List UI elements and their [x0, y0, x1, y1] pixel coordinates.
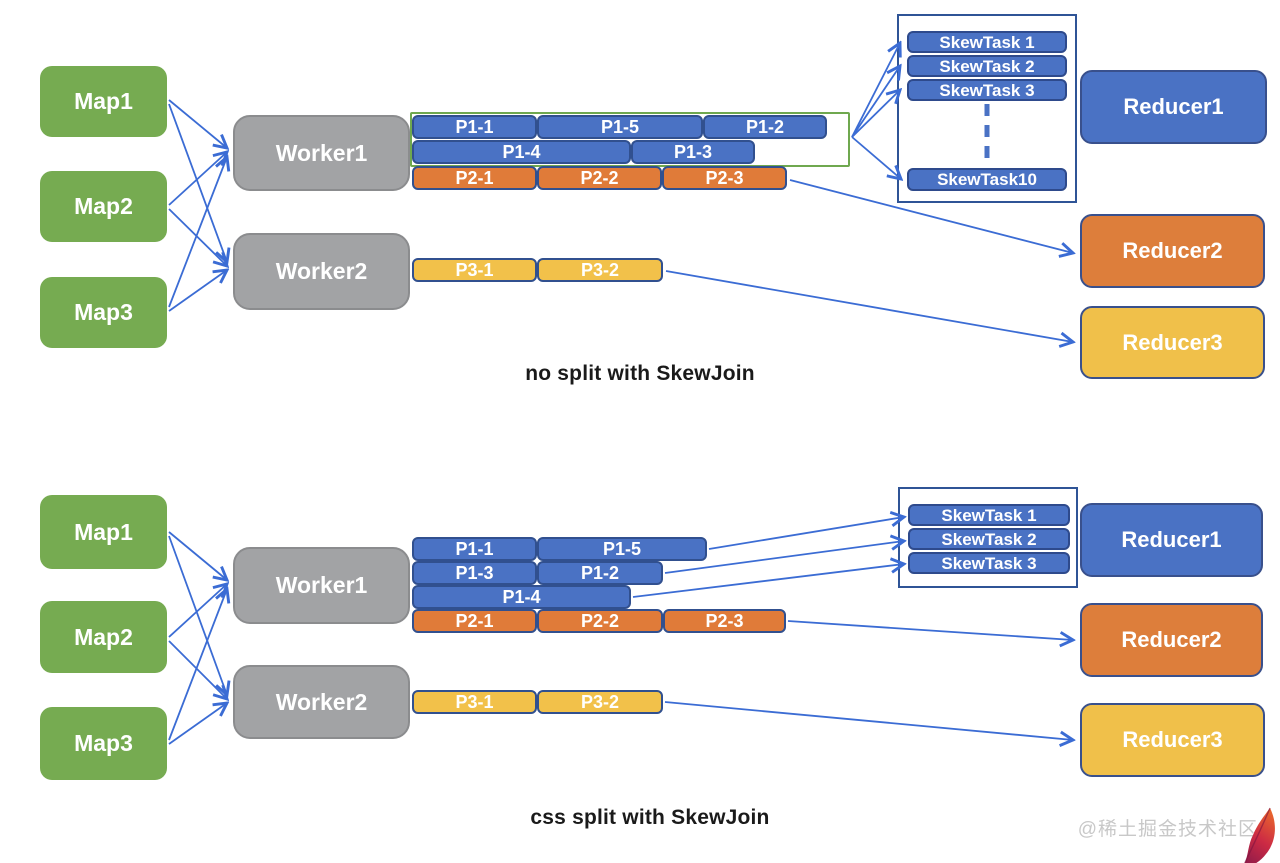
juejin-feather-logo: [1244, 807, 1275, 863]
bottom-partition-p1-5: P1-5: [537, 537, 707, 561]
top-map1-node: Map1: [40, 66, 167, 137]
top-partition-p2-1: P2-1: [412, 166, 537, 190]
bottom-caption: css split with SkewJoin: [530, 806, 770, 829]
bottom-worker1-node: Worker1: [233, 547, 410, 624]
bottom-map3-node: Map3: [40, 707, 167, 780]
bottom-skewtask-3: SkewTask 3: [908, 552, 1070, 574]
top-reducer3-node: Reducer3: [1080, 306, 1265, 379]
bottom-partition-p3-1: P3-1: [412, 690, 537, 714]
top-skewtask-1: SkewTask 1: [907, 31, 1067, 53]
bottom-partition-p2-2: P2-2: [537, 609, 663, 633]
top-reducer2-node: Reducer2: [1080, 214, 1265, 288]
top-partition-p2-3: P2-3: [662, 166, 787, 190]
bottom-reducer2-node: Reducer2: [1080, 603, 1263, 677]
bottom-partition-p3-2: P3-2: [537, 690, 663, 714]
top-partition-p1-2: P1-2: [703, 115, 827, 139]
top-reducer1-node: Reducer1: [1080, 70, 1267, 144]
top-worker2-node: Worker2: [233, 233, 410, 310]
top-map3-node: Map3: [40, 277, 167, 348]
bottom-skewtask-2: SkewTask 2: [908, 528, 1070, 550]
bottom-partition-p1-4: P1-4: [412, 585, 631, 609]
top-partition-p2-2: P2-2: [537, 166, 662, 190]
top-caption: no split with SkewJoin: [525, 362, 755, 385]
top-skewtask-10: SkewTask10: [907, 168, 1067, 191]
bottom-reducer1-node: Reducer1: [1080, 503, 1263, 577]
top-map2-node: Map2: [40, 171, 167, 242]
bottom-map1-node: Map1: [40, 495, 167, 569]
top-partition-p1-4: P1-4: [412, 140, 631, 164]
bottom-worker2-node: Worker2: [233, 665, 410, 739]
bottom-partition-p1-1: P1-1: [412, 537, 537, 561]
top-skewtask-2: SkewTask 2: [907, 55, 1067, 77]
bottom-partition-p1-3: P1-3: [412, 561, 537, 585]
bottom-skewtask-1: SkewTask 1: [908, 504, 1070, 526]
top-partition-p1-5: P1-5: [537, 115, 703, 139]
top-partition-p1-3: P1-3: [631, 140, 755, 164]
bottom-partition-p2-3: P2-3: [663, 609, 786, 633]
top-partition-p3-2: P3-2: [537, 258, 663, 282]
bottom-map2-node: Map2: [40, 601, 167, 673]
top-worker1-node: Worker1: [233, 115, 410, 191]
watermark-text: @稀土掘金技术社区: [1077, 819, 1258, 840]
top-skewtask-3: SkewTask 3: [907, 79, 1067, 101]
top-partition-p1-1: P1-1: [412, 115, 537, 139]
top-partition-p3-1: P3-1: [412, 258, 537, 282]
bottom-reducer3-node: Reducer3: [1080, 703, 1265, 777]
bottom-partition-p2-1: P2-1: [412, 609, 537, 633]
bottom-partition-p1-2: P1-2: [537, 561, 663, 585]
